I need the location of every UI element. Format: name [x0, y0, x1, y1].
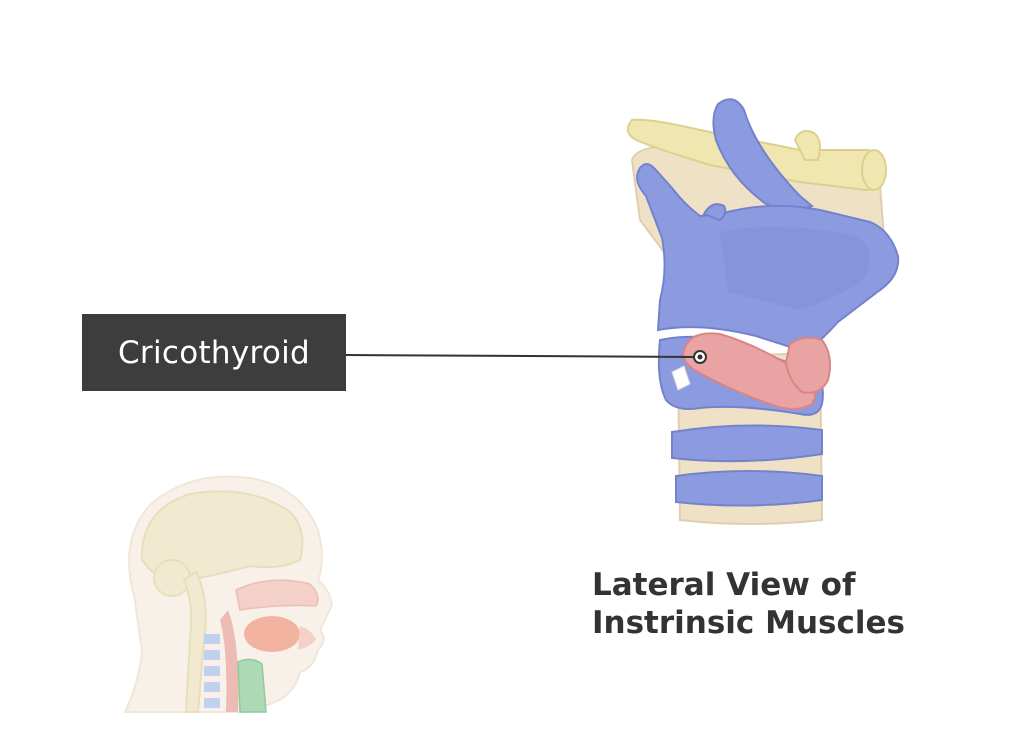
vertebra-1	[204, 634, 220, 644]
caption-line-2: Instrinsic Muscles	[592, 605, 905, 641]
larynx-illustration	[626, 98, 900, 525]
cricoid-notch	[671, 365, 691, 391]
thyroid-lamina-shade	[720, 226, 870, 310]
vertebra-5	[204, 698, 220, 708]
tracheal-ring-2	[675, 470, 823, 507]
caption-line-1: Lateral View of	[592, 567, 856, 603]
leader-line	[345, 354, 695, 358]
pointer-dot-center	[697, 354, 703, 360]
cricothyroid-oblique	[784, 336, 831, 394]
vertebra-4	[204, 682, 220, 692]
sagittal-head-icon	[123, 475, 334, 713]
cricothyroid-muscle	[682, 332, 816, 410]
hyoid-lesser-horn	[793, 130, 821, 161]
cerebellum	[153, 559, 191, 597]
vertebra-3	[204, 666, 220, 676]
hyoid-end	[861, 149, 887, 191]
nasal-cavity	[235, 579, 319, 611]
superior-tubercle	[702, 203, 727, 222]
diagram-caption: Lateral View of Instrinsic Muscles	[592, 566, 1012, 642]
structure-label: Cricothyroid	[82, 314, 346, 391]
brainstem	[182, 570, 207, 713]
tongue	[244, 616, 300, 652]
tracheal-ring-1	[671, 424, 823, 463]
lips	[298, 626, 316, 650]
pharynx	[220, 610, 239, 712]
larynx-small	[237, 658, 267, 713]
vertebra-2	[204, 650, 220, 660]
structure-label-text: Cricothyroid	[117, 334, 311, 371]
